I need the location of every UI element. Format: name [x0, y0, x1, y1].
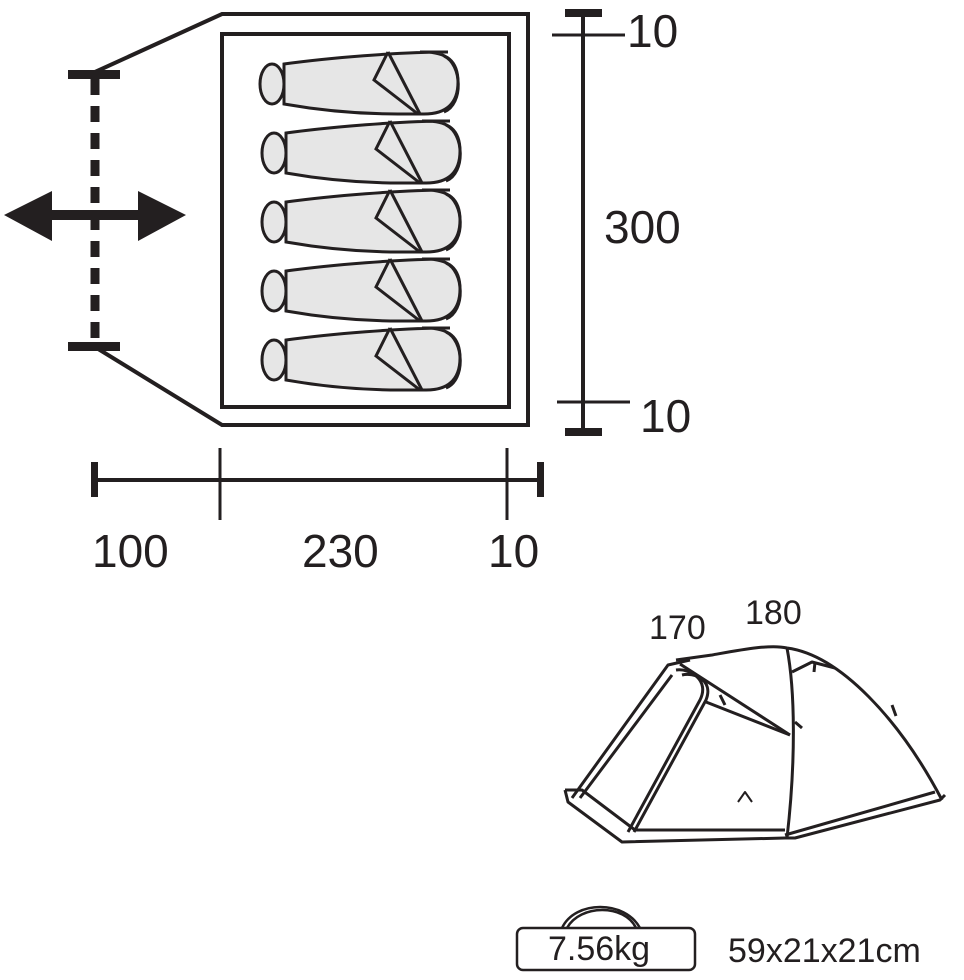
sleeping-bags	[258, 50, 462, 392]
height-vestibule: 170	[649, 609, 706, 647]
vertical-dimension	[552, 9, 630, 436]
sleeping-bag-icon	[260, 119, 462, 185]
height-inner: 180	[745, 594, 802, 632]
double-arrow-icon	[4, 191, 186, 241]
outer-footprint	[93, 12, 530, 427]
pack-weight: 7.56kg	[548, 930, 651, 968]
horizontal-dimension	[91, 448, 544, 520]
sleeping-bag-icon	[260, 257, 462, 323]
dim-inner-width: 230	[302, 525, 379, 577]
sleeping-bag-icon	[258, 50, 460, 116]
packed-size: 59x21x21cm	[728, 932, 921, 970]
inner-tent-outline	[220, 32, 511, 409]
tent-side-view-icon	[563, 645, 947, 844]
dim-length: 300	[604, 201, 681, 253]
weight-tag-icon	[515, 905, 697, 972]
entrance-marker	[68, 70, 120, 351]
dim-vestibule: 100	[92, 525, 169, 577]
sleeping-bag-icon	[260, 326, 462, 392]
dim-top-margin: 10	[627, 5, 679, 57]
dim-right-margin: 10	[488, 525, 540, 577]
sleeping-bag-icon	[260, 188, 462, 254]
dim-bottom-margin: 10	[640, 390, 692, 442]
